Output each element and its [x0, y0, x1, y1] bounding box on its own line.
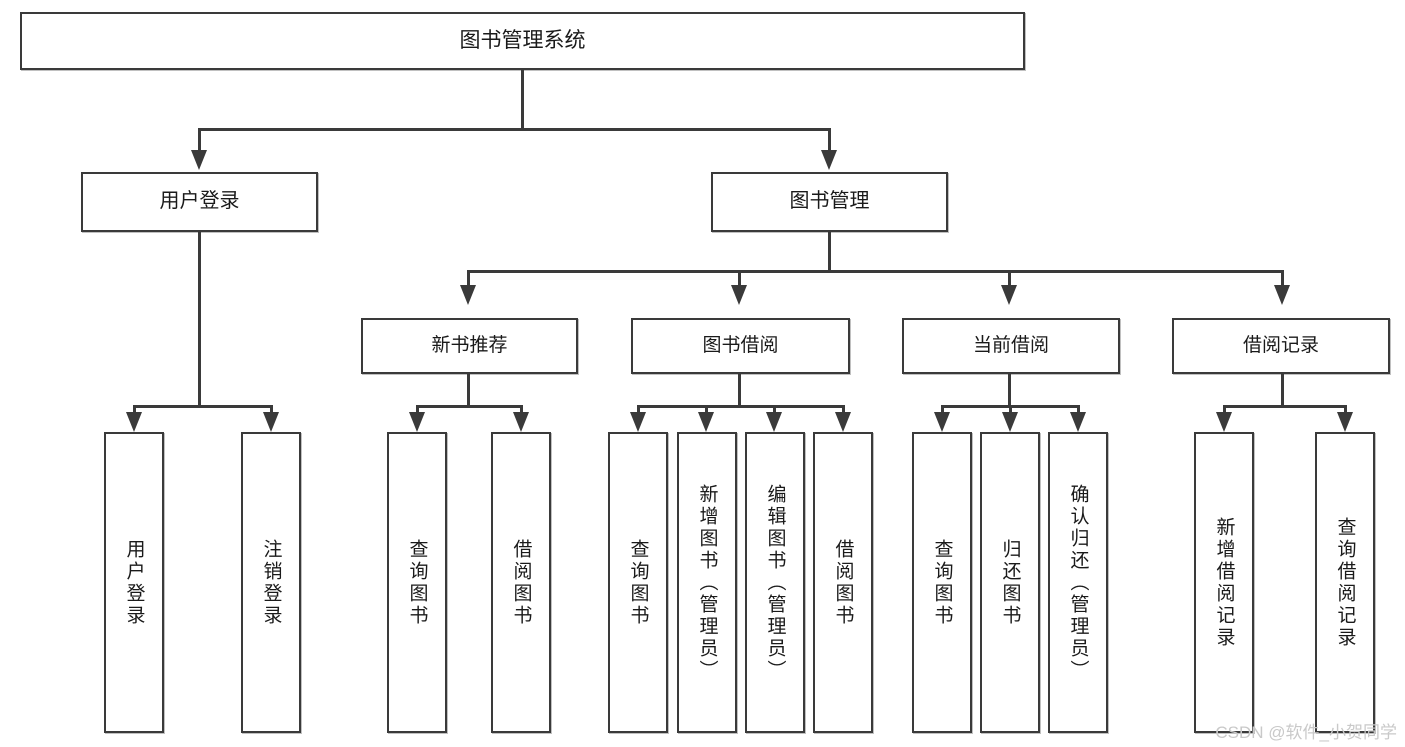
leaf-borrow-book-borrow[interactable]: 借阅图书: [813, 432, 873, 733]
node-user-login[interactable]: 用户登录: [81, 172, 318, 232]
connector-book-borrow-bus: [637, 405, 845, 408]
node-book-management[interactable]: 图书管理: [711, 172, 948, 232]
arrow-to-leaf-confirm-return: [1070, 412, 1086, 432]
leaf-label: 查询图书: [406, 538, 428, 627]
arrow-to-user-login: [191, 150, 207, 170]
connector-new-book-bus: [416, 405, 523, 408]
leaf-label: 确认归还（管理员）: [1067, 483, 1089, 682]
connector-user-login-bus: [133, 405, 273, 408]
arrow-to-leaf-query-book-2: [630, 412, 646, 432]
leaf-label: 借阅图书: [832, 538, 854, 627]
arrow-to-borrow-record: [1274, 285, 1290, 305]
node-label: 当前借阅: [972, 334, 1049, 356]
connector-root-to-user-login: [198, 128, 201, 154]
connector-level2-bus: [467, 270, 1284, 273]
node-current-borrow[interactable]: 当前借阅: [902, 318, 1120, 374]
node-label: 借阅记录: [1242, 334, 1319, 356]
arrow-to-leaf-query-book-1: [409, 412, 425, 432]
watermark: CSDN @软件_小贺同学: [1215, 723, 1397, 742]
leaf-logout[interactable]: 注销登录: [241, 432, 301, 733]
arrow-to-leaf-add-book: [698, 412, 714, 432]
connector-root-to-book-management: [828, 128, 831, 154]
connector-to-new-book: [467, 270, 470, 290]
leaf-return-book[interactable]: 归还图书: [980, 432, 1040, 733]
leaf-label: 编辑图书（管理员）: [764, 483, 786, 682]
leaf-label: 用户登录: [123, 538, 145, 627]
leaf-edit-book-admin[interactable]: 编辑图书（管理员）: [745, 432, 805, 733]
connector-to-book-borrow: [738, 270, 741, 290]
connector-borrow-record-stem: [1281, 374, 1284, 407]
arrow-to-leaf-borrow-book-2: [835, 412, 851, 432]
connector-new-book-stem: [467, 374, 470, 407]
connector-to-current-borrow: [1008, 270, 1011, 290]
arrow-to-leaf-logout: [263, 412, 279, 432]
connector-user-login-stem: [198, 232, 201, 407]
arrow-to-leaf-edit-book: [766, 412, 782, 432]
leaf-add-book-admin[interactable]: 新增图书（管理员）: [677, 432, 737, 733]
leaf-add-borrow-record[interactable]: 新增借阅记录: [1194, 432, 1254, 733]
arrow-to-leaf-query-book-3: [934, 412, 950, 432]
arrow-to-leaf-query-record: [1337, 412, 1353, 432]
connector-to-borrow-record: [1281, 270, 1284, 290]
leaf-label: 查询图书: [931, 538, 953, 627]
leaf-query-book-borrow[interactable]: 查询图书: [608, 432, 668, 733]
leaf-label: 归还图书: [999, 538, 1021, 627]
arrow-to-book-management: [821, 150, 837, 170]
arrow-to-current-borrow: [1001, 285, 1017, 305]
node-label: 用户登录: [159, 190, 240, 213]
leaf-confirm-return-admin[interactable]: 确认归还（管理员）: [1048, 432, 1108, 733]
leaf-label: 注销登录: [260, 538, 282, 627]
node-borrow-record[interactable]: 借阅记录: [1172, 318, 1390, 374]
leaf-label: 查询图书: [627, 538, 649, 627]
arrow-to-leaf-add-record: [1216, 412, 1232, 432]
connector-borrow-record-bus: [1223, 405, 1347, 408]
node-label: 图书借阅: [702, 334, 779, 356]
leaf-borrow-book-new-recommend[interactable]: 借阅图书: [491, 432, 551, 733]
leaf-label: 新增借阅记录: [1213, 516, 1235, 649]
leaf-label: 借阅图书: [510, 538, 532, 627]
leaf-query-borrow-record[interactable]: 查询借阅记录: [1315, 432, 1375, 733]
arrow-to-book-borrow: [731, 285, 747, 305]
node-label: 新书推荐: [431, 334, 508, 356]
leaf-query-book-current[interactable]: 查询图书: [912, 432, 972, 733]
connector-book-management-stem: [828, 232, 831, 272]
connector-root-stem: [521, 70, 524, 128]
node-book-borrow[interactable]: 图书借阅: [631, 318, 850, 374]
node-root-book-management-system[interactable]: 图书管理系统: [20, 12, 1025, 70]
arrow-to-new-book-recommend: [460, 285, 476, 305]
connector-root-bus: [198, 128, 831, 131]
leaf-label: 查询借阅记录: [1334, 516, 1356, 649]
leaf-query-book-new-recommend[interactable]: 查询图书: [387, 432, 447, 733]
leaf-label: 新增图书（管理员）: [696, 483, 718, 682]
connector-current-borrow-stem: [1008, 374, 1011, 407]
connector-book-borrow-stem: [738, 374, 741, 407]
arrow-to-leaf-user-login: [126, 412, 142, 432]
leaf-user-login[interactable]: 用户登录: [104, 432, 164, 733]
arrow-to-leaf-return-book: [1002, 412, 1018, 432]
node-label: 图书管理系统: [459, 28, 586, 52]
node-label: 图书管理: [789, 190, 870, 213]
node-new-book-recommend[interactable]: 新书推荐: [361, 318, 578, 374]
arrow-to-leaf-borrow-book-1: [513, 412, 529, 432]
